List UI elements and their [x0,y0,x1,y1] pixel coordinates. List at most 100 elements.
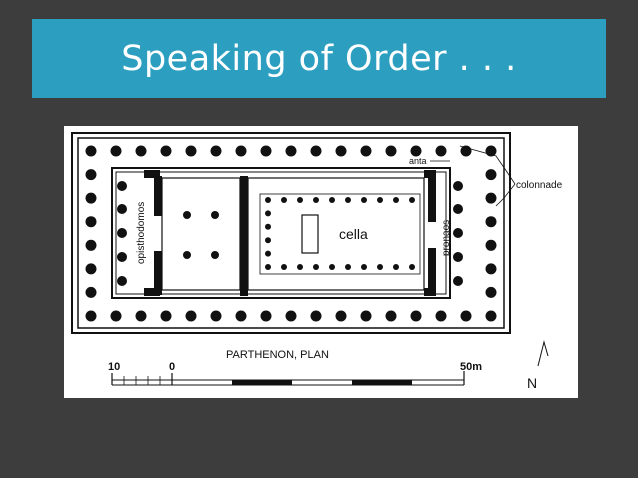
statue-base [301,214,319,254]
porch-column [117,228,127,238]
peristyle-column [485,310,497,322]
peristyle-column [235,145,247,157]
porch-column [453,276,463,286]
peristyle-column [335,310,347,322]
cella-column [393,197,399,203]
west-anta-top [144,170,160,178]
peristyle-column [85,310,97,322]
opisthodomos-column [183,251,191,259]
peristyle-column [410,310,422,322]
north-arrow [537,340,549,367]
peristyle-column [235,310,247,322]
cella-column [329,197,335,203]
scale-label-50m: 50m [460,361,482,373]
west-pier-top [154,176,162,216]
peristyle-column [485,169,497,181]
scale-bar [111,371,465,386]
peristyle-column [360,145,372,157]
opisthodomos-column [183,211,191,219]
porch-column [453,252,463,262]
porch-column [453,204,463,214]
cella-column [345,264,351,270]
west-porch-columns [117,181,127,286]
slide-title: Speaking of Order . . . [121,38,517,79]
porch-column [117,204,127,214]
cella-column [265,223,271,230]
cella-column [409,197,415,203]
peristyle-column [85,192,97,204]
peristyle-column [435,145,447,157]
cella-column [265,197,271,203]
peristyle-column [85,286,97,298]
colonnade-leader-line [459,145,516,207]
cella-label: cella [339,226,368,242]
stylobate-outer [71,132,511,334]
peristyle-column [85,169,97,181]
peristyle-column [485,286,497,298]
peristyle-column [85,216,97,228]
peristyle-column [185,310,197,322]
peristyle-column [210,145,222,157]
peristyle-column [285,145,297,157]
cella-colonnade [265,197,415,270]
west-pier-bottom [154,251,162,295]
east-anta-top [424,170,436,178]
peristyle-column [485,216,497,228]
parthenon-plan-diagram: cella opisthodomos pronaos anta colonnad… [71,132,563,391]
peristyle-column [485,239,497,251]
opisthodomos-column [211,251,219,259]
naos-inner-wall [115,171,447,295]
peristyle-column [285,310,297,322]
cella-column [265,210,271,217]
peristyle-column [135,310,147,322]
cella-column [393,264,399,270]
peristyle-column [110,145,122,157]
peristyle-column [210,310,222,322]
peristyle-column [485,263,497,275]
north-label: N [527,375,537,391]
colonnade-label: colonnade [516,180,563,191]
peristyle-column [385,145,397,157]
porch-column [117,252,127,262]
opisthodomos-label: opisthodomos [136,202,147,264]
cella-column [265,250,271,257]
west-anta-bottom [144,288,160,296]
cross-wall [240,176,248,296]
cella-column [281,264,287,270]
cella-column [345,197,351,203]
porch-column [117,276,127,286]
cella-column [377,197,383,203]
cella-column [361,264,367,270]
peristyle-column [85,239,97,251]
peristyle-column [410,145,422,157]
pronaos-label: pronaos [441,220,452,256]
anta-label: anta [409,156,427,166]
peristyle-column [310,145,322,157]
peristyle-column [460,145,472,157]
porch-column [453,181,463,191]
peristyle-column [85,263,97,275]
peristyle-column [485,192,497,204]
opisthodomos-room [161,177,241,291]
cella-column [361,197,367,203]
peristyle-column [110,310,122,322]
peristyle-column [360,310,372,322]
cella-column [281,197,287,203]
peristyle-columns [85,145,497,322]
cella-column [265,264,271,270]
plan-caption: PARTHENON, PLAN [226,349,329,361]
peristyle-column [160,310,172,322]
cella-column [297,264,303,270]
peristyle-column [85,145,97,157]
cella-room [247,177,425,291]
porch-column [453,228,463,238]
peristyle-column [185,145,197,157]
cella-column [409,264,415,270]
cella-column [329,264,335,270]
peristyle-column [385,310,397,322]
peristyle-column [260,310,272,322]
scale-label-10: 10 [108,361,120,373]
cella-column [313,264,319,270]
east-pier-bottom [428,248,436,294]
peristyle-column [310,310,322,322]
